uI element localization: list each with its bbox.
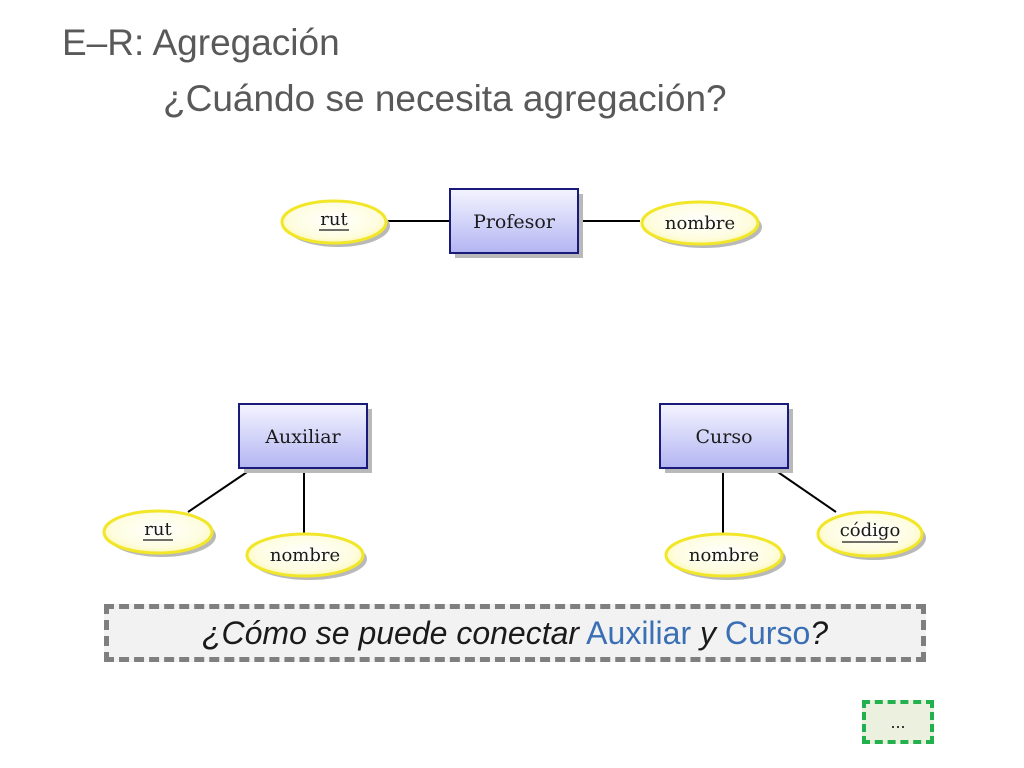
question-highlight-curso: Curso bbox=[724, 614, 811, 651]
attribute-auxiliar-rut-label: rut bbox=[144, 519, 172, 540]
entity-auxiliar: Auxiliar bbox=[238, 403, 372, 473]
attribute-profesor-rut-label: rut bbox=[320, 209, 348, 230]
entity-auxiliar-label: Auxiliar bbox=[264, 426, 341, 448]
attribute-profesor-nombre-label: nombre bbox=[665, 213, 735, 234]
attribute-curso-codigo: código bbox=[816, 510, 926, 560]
attribute-curso-codigo-label: código bbox=[840, 520, 901, 541]
attribute-auxiliar-nombre: nombre bbox=[245, 532, 367, 580]
question-box: ¿Cómo se puede conectar Auxiliar y Curso… bbox=[104, 604, 926, 662]
question-part-1: ¿Cómo se puede conectar bbox=[201, 614, 580, 651]
question-highlight-auxiliar: Auxiliar bbox=[586, 614, 692, 651]
attribute-auxiliar-rut: rut bbox=[102, 509, 216, 557]
entity-profesor: Profesor bbox=[449, 188, 583, 258]
line-curso-codigo bbox=[771, 467, 837, 513]
attribute-profesor-nombre: nombre bbox=[640, 200, 762, 248]
more-button-label: ... bbox=[890, 711, 906, 732]
attribute-curso-nombre: nombre bbox=[664, 532, 786, 580]
connector-lines bbox=[187, 220, 837, 535]
question-part-3: y bbox=[699, 614, 716, 651]
er-diagram: Profesor Auxiliar Curso rut nombre rut n… bbox=[102, 188, 926, 580]
line-auxiliar-rut bbox=[187, 467, 254, 513]
entity-curso: Curso bbox=[659, 403, 793, 473]
attribute-curso-nombre-label: nombre bbox=[689, 545, 759, 566]
more-button[interactable]: ... bbox=[862, 700, 934, 744]
question-text: ¿Cómo se puede conectar Auxiliar y Curso… bbox=[202, 615, 828, 652]
slide-title: E–R: Agregación bbox=[62, 22, 340, 63]
attribute-auxiliar-nombre-label: nombre bbox=[270, 545, 340, 566]
question-mark: ? bbox=[810, 614, 829, 651]
entity-curso-label: Curso bbox=[695, 426, 752, 448]
attribute-profesor-rut: rut bbox=[280, 199, 390, 247]
slide-subtitle: ¿Cuándo se necesita agregación? bbox=[163, 78, 727, 119]
entity-profesor-label: Profesor bbox=[473, 211, 556, 233]
